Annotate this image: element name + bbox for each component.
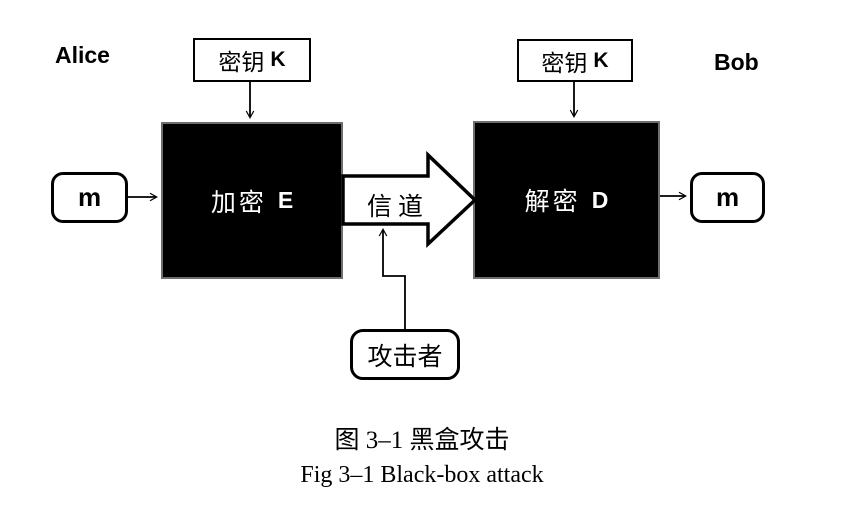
- arrow-attacker-to-channel: [378, 228, 406, 329]
- decryption-box-label: 解密: [524, 189, 581, 216]
- key-box-right-symbol: K: [593, 48, 609, 72]
- key-box-left-symbol: K: [270, 48, 286, 71]
- figure-caption-en: Fig 3–1 Black-box attack: [300, 462, 544, 488]
- message-output-label: m: [715, 182, 740, 212]
- channel-arrow: [341, 150, 478, 249]
- key-box-left: 密钥 K: [193, 38, 311, 82]
- key-box-right: 密钥 K: [517, 39, 633, 82]
- message-output-box: m: [690, 172, 765, 223]
- decryption-box: 解密 D: [473, 121, 660, 279]
- message-input-label: m: [77, 182, 102, 212]
- key-box-left-label: 密钥: [218, 50, 265, 75]
- alice-label: Alice: [55, 42, 110, 68]
- attacker-box: 攻击者: [350, 329, 460, 380]
- encryption-box: 加密 E: [161, 122, 343, 279]
- bob-label: Bob: [714, 49, 759, 75]
- encryption-box-symbol: E: [277, 187, 294, 213]
- figure-caption-zh: 图 3–1 黑盒攻击: [334, 427, 510, 454]
- key-box-right-label: 密钥: [541, 50, 588, 76]
- message-input-box: m: [51, 172, 128, 223]
- attacker-label: 攻击者: [367, 343, 443, 371]
- decryption-box-symbol: D: [591, 186, 609, 213]
- encryption-box-label: 加密: [210, 189, 267, 217]
- channel-label: 信道: [366, 194, 429, 221]
